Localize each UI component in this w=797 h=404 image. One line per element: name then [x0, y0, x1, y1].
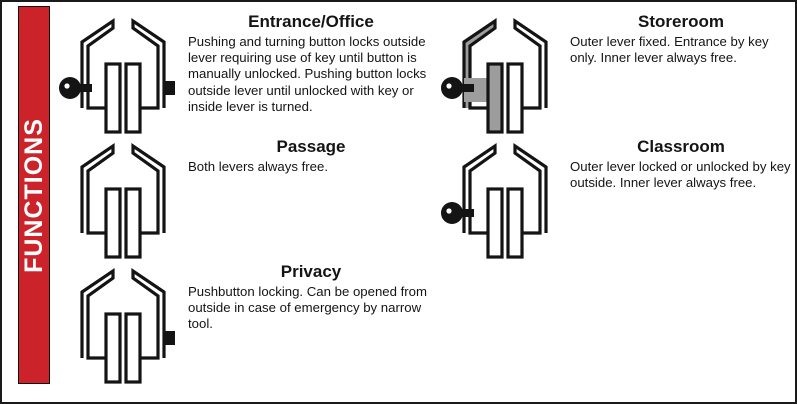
pushbutton-icon [164, 331, 175, 345]
function-title: Classroom [637, 137, 725, 156]
function-text-storeroom: Storeroom Outer lever fixed. Entrance by… [570, 12, 792, 66]
function-title: Passage [276, 137, 346, 156]
fixed-lever-shading [462, 17, 497, 110]
function-description: Outer lever locked or unlocked by key ou… [570, 159, 791, 191]
lock-diagram-classroom [440, 137, 570, 265]
lock-diagram-entrance [58, 12, 188, 140]
key-icon [59, 77, 92, 99]
function-text-privacy: Privacy Pushbutton locking. Can be opene… [188, 262, 434, 333]
functions-sidebar-label: FUNCTIONS [19, 117, 48, 273]
key-icon [441, 202, 474, 224]
pushbutton-icon [164, 81, 175, 95]
function-description: Pushing and turning button locks outside… [188, 34, 427, 114]
mortise-lever-lock-icon [59, 17, 175, 134]
function-description: Pushbutton locking. Can be opened from o… [188, 284, 427, 332]
lock-diagram-privacy [58, 262, 188, 390]
function-text-classroom: Classroom Outer lever locked or unlocked… [570, 137, 792, 191]
mortise-lever-lock-icon [80, 142, 166, 259]
function-text-passage: Passage Both levers always free. [188, 137, 434, 175]
function-title: Entrance/Office [248, 12, 374, 31]
function-title: Privacy [280, 262, 342, 281]
functions-sidebar-banner: FUNCTIONS [18, 6, 50, 384]
mortise-lever-lock-icon [441, 142, 548, 259]
key-icon [441, 77, 474, 99]
function-description: Both levers always free. [188, 159, 328, 174]
function-title: Storeroom [638, 12, 724, 31]
mortise-lever-lock-icon [80, 267, 175, 384]
functions-content: Entrance/Office Pushing and turning butt… [54, 4, 793, 400]
function-text-entrance: Entrance/Office Pushing and turning butt… [188, 12, 434, 115]
mortise-lever-lock-icon [441, 17, 548, 134]
lock-diagram-passage [58, 137, 188, 265]
function-description: Outer lever fixed. Entrance by key only.… [570, 34, 769, 66]
lock-diagram-storeroom [440, 12, 570, 140]
